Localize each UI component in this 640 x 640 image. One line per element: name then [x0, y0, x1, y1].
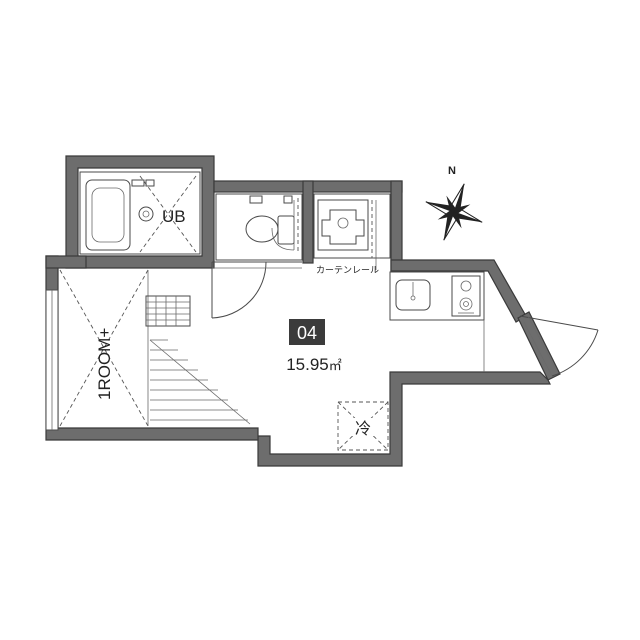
toilet-room: [215, 193, 303, 261]
walls: [45, 155, 561, 467]
curtain-rail-label: カーテンレール: [316, 265, 379, 275]
kitchen-top-wall: [390, 259, 527, 323]
kitchen: [389, 271, 485, 372]
west-window: [45, 289, 59, 431]
compass-rose: N: [425, 165, 483, 241]
washer-pan: [317, 199, 369, 251]
stair-hatch: [149, 339, 251, 425]
unit-number-badge: [289, 319, 325, 345]
unit-area: 15.95㎡: [286, 355, 342, 374]
unit-number: 04: [297, 323, 317, 343]
toilet-divider-wall: [302, 180, 314, 264]
bathtub: [85, 179, 131, 251]
fridge-label: 冷: [355, 420, 371, 438]
washroom: カーテンレール: [313, 193, 391, 275]
kitchen-slant-wall: [517, 311, 561, 381]
fridge-space: 冷: [337, 401, 389, 451]
loft-ladder: [145, 295, 191, 327]
lower-right-wall: [257, 371, 551, 467]
compass-north-label: N: [448, 165, 456, 177]
west-wall-top: [45, 255, 87, 269]
west-wall: [45, 255, 259, 441]
main-room: 1ROOM+ 04 15.95㎡ 冷: [59, 261, 389, 451]
unit-bath: UB: [79, 171, 201, 255]
bath-label: UB: [162, 207, 186, 226]
bath-wall: [65, 155, 215, 269]
stove: [451, 275, 481, 317]
loft-area: 1ROOM+: [59, 269, 149, 427]
room-door: [211, 261, 267, 319]
right-wall-upper: [390, 180, 403, 272]
loft-label: 1ROOM+: [95, 328, 114, 400]
entrance-door: [519, 315, 599, 377]
sink: [395, 279, 431, 311]
